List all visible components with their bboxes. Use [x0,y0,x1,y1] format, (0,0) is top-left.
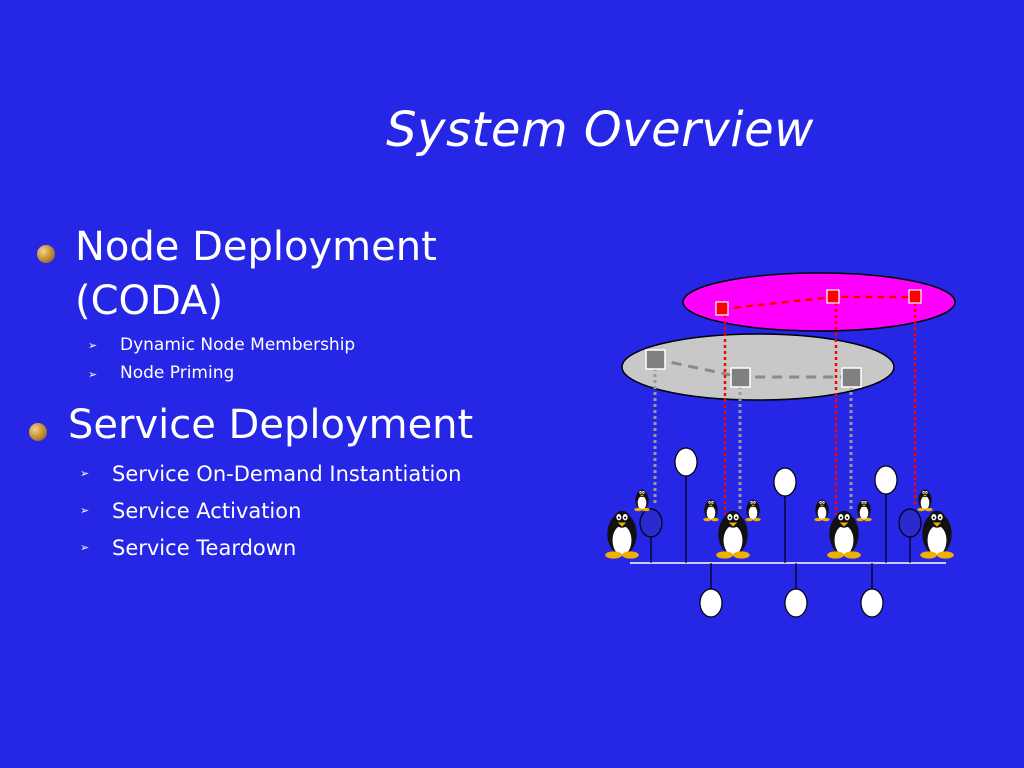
subitem-arrow-icon: ➢ [80,467,90,480]
subitem-service-on-demand-instantiation: Service On-Demand Instantiation [112,462,462,486]
service-node-square [826,289,840,304]
bullet-node-deployment-line1: Node Deployment [75,224,437,270]
penguin-icon [814,499,830,522]
host-oval [860,588,884,618]
host-oval [699,588,723,618]
service-node-square [715,301,729,316]
subitem-service-activation: Service Activation [112,499,302,523]
host-oval-blue [639,508,663,538]
node-square [645,349,666,370]
penguin-icon [856,499,872,522]
service-node-square [908,289,922,304]
subitem-arrow-icon: ➢ [80,541,90,554]
host-oval-blue [898,508,922,538]
subitem-node-priming: Node Priming [120,363,235,383]
host-oval [874,465,898,495]
bullet-ball-icon [37,245,55,263]
bullet-service-deployment: Service Deployment [68,402,474,448]
subitem-arrow-icon: ➢ [88,368,98,381]
penguin-icon [716,510,750,559]
bullet-ball-icon [29,423,47,441]
penguin-icon [605,510,639,559]
penguin-icon [917,489,933,512]
host-oval [674,447,698,477]
bullet-node-deployment-line2: (CODA) [75,278,224,324]
host-oval [784,588,808,618]
node-square [730,367,751,388]
penguin-icon [745,499,761,522]
service-layer-ellipse [682,272,956,332]
subitem-arrow-icon: ➢ [80,504,90,517]
penguin-icon [920,510,954,559]
penguin-icon [827,510,861,559]
subitem-arrow-icon: ➢ [88,339,98,352]
subitem-dynamic-node-membership: Dynamic Node Membership [120,335,356,355]
host-oval [773,467,797,497]
penguin-icon [703,499,719,522]
subitem-service-teardown: Service Teardown [112,536,297,560]
node-square [841,367,862,388]
node-layer-ellipse [621,333,895,401]
slide-title: System Overview [386,102,814,158]
penguin-icon [634,489,650,512]
